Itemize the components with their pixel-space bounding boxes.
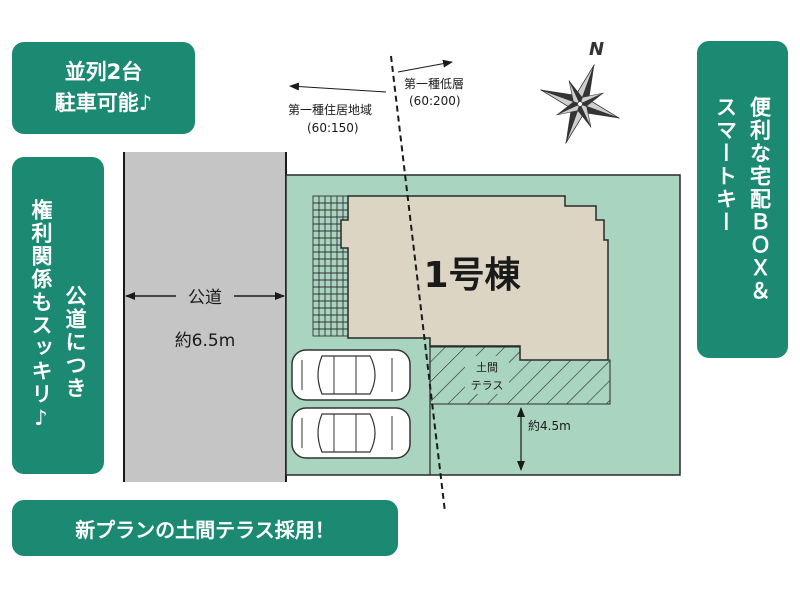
car-top [291,349,411,401]
zoning-right-ratio: (60:200) [409,94,461,108]
zoning-right-name: 第一種低層 [404,77,464,91]
zoning-left-name: 第一種住居地域 [288,103,372,117]
building-label: 1号棟 [423,255,521,296]
public-road-badge-col1: 権利関係もスッキリ♪ [29,199,53,432]
road-label-bg [176,286,234,306]
public-road [124,152,286,482]
zoning-arrow-left [289,82,387,93]
zoning-left-ratio: (60:150) [307,121,359,135]
parking-badge: 並列2台 駐車可能♪ [12,42,195,134]
delivery-box-badge-col1: 便利な宅配ＢＯＸ＆ [747,96,772,303]
road-width-label: 約6.5m [175,331,236,351]
zoning-boundary [390,55,446,513]
zoning-arrow-right [397,59,453,73]
building-1 [340,195,609,361]
terrace-label-line1: 土間 [476,361,498,374]
delivery-box-badge-col2: スマートキー [713,96,738,234]
car-bottom [291,407,411,459]
compass-north-label: N [589,39,604,60]
terrace-plan-badge: 新プランの土間テラス採用！ [12,500,398,556]
delivery-box-badge-text: 便利な宅配ＢＯＸ＆ スマートキー [709,96,777,303]
terrace-label-bg [465,356,509,394]
delivery-box-badge: 便利な宅配ＢＯＸ＆ スマートキー [697,41,788,358]
public-road-badge-text: 公道につき 権利関係もスッキリ♪ [24,199,92,432]
setback-label: 約4.5m [528,418,571,433]
deck-grid [312,195,350,337]
public-road-badge-col2: 公道につき [63,285,87,400]
public-road-badge: 公道につき 権利関係もスッキリ♪ [12,157,104,474]
parking-badge-line1: 並列2台 [64,60,143,84]
compass-icon [540,64,620,144]
terrace-label-line2: テラス [471,379,504,392]
road-label: 公道 [188,288,222,308]
parking-badge-line2: 駐車可能♪ [54,91,153,115]
terrace-plan-badge-text: 新プランの土間テラス採用！ [75,517,335,542]
